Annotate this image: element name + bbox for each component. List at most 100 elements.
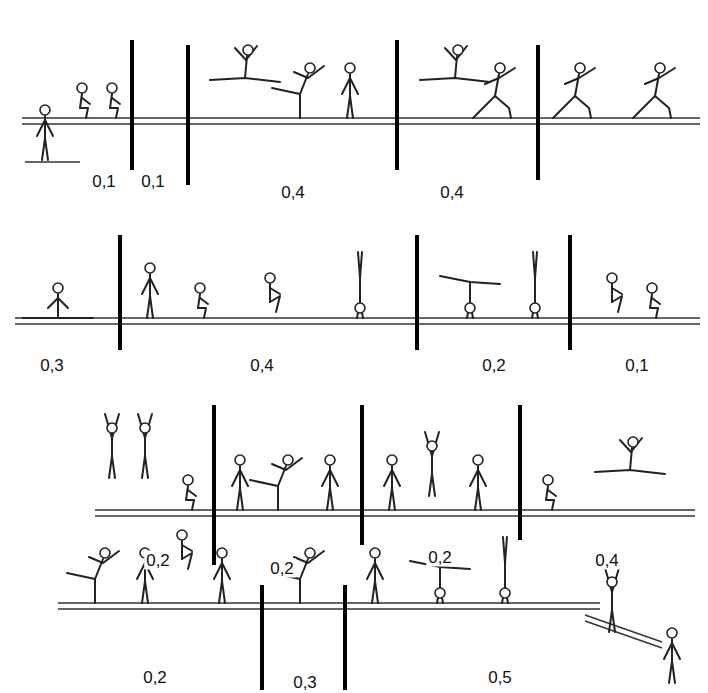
figure-limb	[186, 500, 194, 510]
gymnast-figure	[37, 105, 53, 160]
score-value: 0,2	[144, 551, 172, 570]
figure-limb	[82, 98, 90, 104]
figure-limb	[109, 456, 115, 478]
figure-head	[543, 475, 553, 485]
gymnast-figure	[250, 455, 302, 510]
figure-limb	[655, 96, 671, 118]
beam-line	[25, 161, 80, 162]
figure-limb	[359, 278, 361, 302]
score-value: 0,2	[480, 356, 508, 375]
gymnast-figure	[425, 432, 439, 496]
beam-line	[585, 621, 662, 648]
figure-head	[53, 283, 63, 293]
beam-line	[15, 323, 700, 324]
score-value: 0,1	[90, 172, 118, 191]
figure-head	[370, 548, 380, 558]
figure-head	[77, 83, 87, 93]
figure-limb	[80, 94, 82, 108]
figure-limb	[609, 610, 615, 632]
figure-limb	[198, 308, 206, 318]
gymnast-figure	[77, 83, 90, 118]
gymnast-figure	[265, 273, 280, 312]
gymnast-figure	[553, 63, 595, 118]
figure-limb	[269, 284, 271, 302]
figure-head	[453, 45, 463, 55]
score-value: 0,3	[291, 673, 319, 692]
gymnast-figure	[543, 475, 556, 510]
gymnast-figure	[322, 455, 338, 510]
score-value: 0,2	[141, 668, 169, 687]
figure-limb	[299, 94, 301, 118]
beam-lines	[15, 118, 700, 648]
beam-line	[22, 123, 700, 124]
gymnast-figure	[138, 414, 152, 478]
figure-limb	[37, 120, 53, 136]
gymnast-figure	[105, 414, 119, 478]
figure-limb	[142, 456, 148, 478]
figure-limb	[181, 541, 183, 559]
gymnast-figure	[410, 561, 470, 603]
figure-head	[345, 63, 355, 73]
figure-head	[530, 303, 540, 313]
figure-limb	[210, 78, 280, 82]
separator-bar	[518, 405, 522, 540]
figure-head	[265, 273, 275, 283]
gymnast-figure	[440, 276, 500, 318]
figure-limb	[80, 108, 88, 118]
gymnast-figure	[500, 537, 510, 603]
figure-limb	[347, 96, 353, 118]
gymnast-figure	[470, 455, 486, 510]
gymnast-figure	[355, 252, 365, 318]
figure-limb	[504, 563, 506, 587]
figure-limb	[367, 563, 383, 579]
figure-limb	[237, 488, 243, 510]
gymnast-figure	[214, 548, 230, 603]
figure-limb	[470, 470, 486, 486]
figure-limb	[439, 567, 441, 587]
score-value: 0,4	[248, 356, 276, 375]
figure-head	[217, 548, 227, 558]
figure-limb	[214, 563, 230, 579]
figure-limb	[546, 500, 554, 510]
figure-head	[495, 63, 505, 73]
figure-limb	[605, 568, 619, 592]
figure-head	[305, 548, 315, 558]
score-value: 0,3	[38, 356, 66, 375]
figure-limb	[389, 488, 395, 510]
gymnast-figure	[210, 45, 280, 82]
gymnast-figures	[23, 45, 680, 683]
figure-head	[473, 455, 483, 465]
figure-limb	[67, 573, 95, 579]
figure-limb	[105, 414, 119, 438]
figure-head	[183, 475, 193, 485]
gymnast-figure	[384, 455, 400, 510]
figure-limb	[612, 296, 622, 312]
figure-head	[387, 455, 397, 465]
figure-limb	[138, 414, 152, 438]
figure-limb	[342, 78, 358, 94]
gymnast-figure	[142, 263, 158, 318]
figure-head	[145, 263, 155, 273]
figure-head	[500, 588, 510, 598]
separator-bar	[360, 405, 364, 545]
figure-limb	[620, 438, 642, 452]
figure-limb	[250, 480, 278, 486]
gymnast-figure	[607, 273, 622, 312]
figure-head	[283, 455, 293, 465]
separator-bar	[130, 40, 134, 170]
figure-limb	[429, 474, 435, 496]
figure-limb	[650, 294, 652, 308]
figure-limb	[277, 486, 279, 510]
beam-line	[95, 515, 695, 516]
figure-limb	[652, 298, 660, 304]
separator-bar	[212, 405, 216, 565]
figure-limb	[503, 537, 507, 563]
figure-limb	[182, 545, 192, 551]
figure-limb	[475, 488, 481, 510]
separator-bar	[395, 40, 399, 170]
figure-limb	[200, 298, 208, 304]
figure-limb	[42, 138, 48, 160]
figure-limb	[633, 96, 655, 118]
figure-limb	[182, 553, 192, 569]
